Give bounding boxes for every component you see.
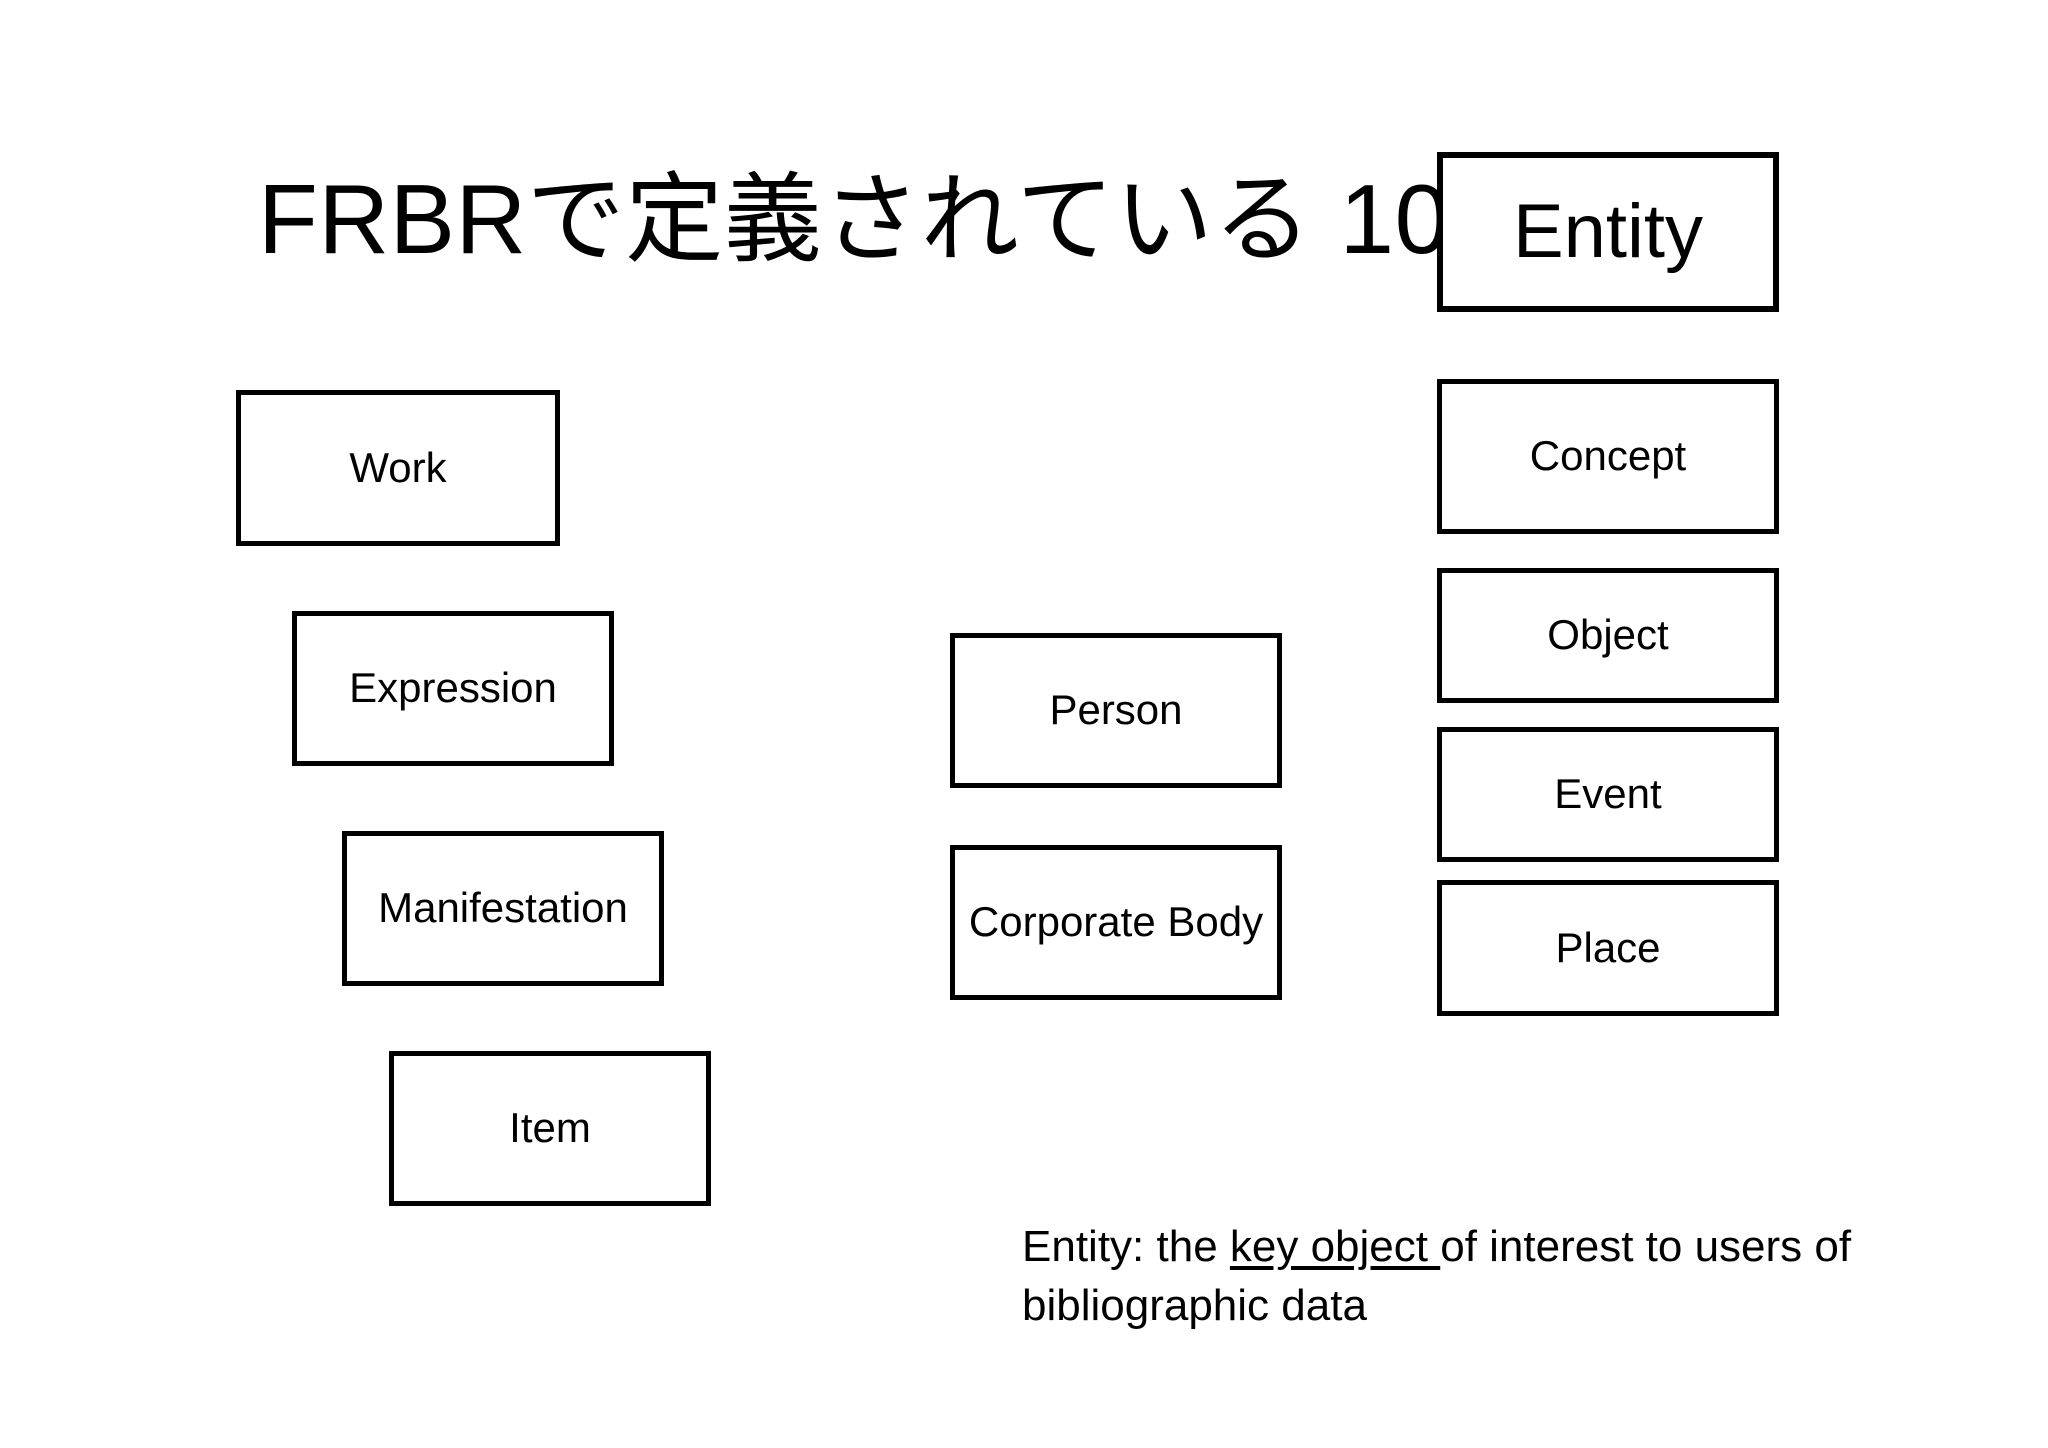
- entity-box-expression: Expression: [292, 611, 614, 766]
- entity-box-item: Item: [389, 1051, 711, 1206]
- entity-box-label: Item: [509, 1104, 591, 1152]
- entity-box-work: Work: [236, 390, 560, 546]
- entity-box-label: Expression: [349, 664, 557, 712]
- entity-box-label: Event: [1554, 770, 1662, 818]
- entity-box-place: Place: [1437, 880, 1779, 1016]
- entity-box-person: Person: [950, 633, 1282, 788]
- entity-definition-caption: Entity: the key object of interest to us…: [1022, 1217, 1852, 1336]
- entity-box-label: Work: [349, 443, 447, 491]
- entity-box-label: Corporate Body: [968, 898, 1264, 946]
- entity-box-label: Object: [1547, 611, 1669, 659]
- entity-header-label: Entity: [1512, 189, 1704, 275]
- entity-box-corporate-body: Corporate Body: [950, 845, 1282, 1000]
- caption-lead-text: Entity: the: [1022, 1222, 1230, 1271]
- page-title: FRBRで定義されている 10: [258, 164, 1450, 274]
- caption-rest-text: of interest to users of bibliographic da…: [1022, 1222, 1852, 1331]
- entity-box-label: Person: [1049, 686, 1183, 734]
- entity-box-event: Event: [1437, 727, 1779, 862]
- entity-box-concept: Concept: [1437, 379, 1779, 534]
- entity-box-manifestation: Manifestation: [342, 831, 664, 986]
- entity-box-object: Object: [1437, 568, 1779, 703]
- entity-box-label: Place: [1555, 923, 1661, 971]
- entity-box-label: Concept: [1529, 432, 1687, 480]
- entity-header-box: Entity: [1437, 152, 1779, 312]
- caption-underlined-phrase: key object: [1229, 1222, 1441, 1271]
- entity-box-label: Manifestation: [378, 884, 628, 932]
